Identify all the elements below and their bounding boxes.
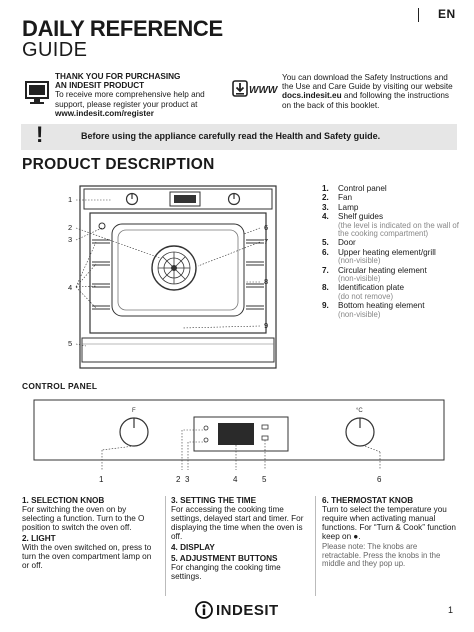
callout-6: 6 bbox=[264, 223, 268, 232]
knobs-note: Please note: The knobs are retractable. … bbox=[322, 542, 441, 569]
cp-callout-6: 6 bbox=[377, 475, 382, 484]
www-label: WWW bbox=[249, 85, 278, 96]
list-item: 4.Shelf guides(the level is indicated on… bbox=[322, 212, 459, 239]
list-item: 1.Control panel bbox=[322, 184, 387, 193]
cp-callout-3: 3 bbox=[185, 475, 190, 484]
oven-control-panel bbox=[83, 188, 273, 210]
column-divider bbox=[315, 496, 316, 596]
section-title: 5. ADJUSTMENT BUTTONS bbox=[171, 554, 278, 563]
section-title: 6. THERMOSTAT KNOB bbox=[322, 496, 414, 505]
oven-outline bbox=[79, 185, 277, 369]
thanks-block: THANK YOU FOR PURCHASING AN INDESIT PROD… bbox=[55, 72, 235, 118]
page-number: 1 bbox=[448, 605, 454, 615]
page-subtitle: GUIDE bbox=[22, 39, 88, 61]
display-screen bbox=[218, 423, 254, 445]
cp-callout-4: 4 bbox=[233, 475, 238, 484]
section-title: 1. SELECTION KNOB bbox=[22, 496, 105, 505]
callout-2: 2 bbox=[68, 223, 72, 232]
oven-cavity bbox=[89, 212, 267, 334]
warning-icon: ! bbox=[36, 122, 44, 147]
callout-8: 8 bbox=[264, 277, 268, 286]
download-block: You can download the Safety Instructions… bbox=[282, 73, 454, 110]
list-item: 9.Bottom heating element(non-visible) bbox=[322, 301, 425, 319]
docs-link[interactable]: docs.indesit.eu bbox=[282, 91, 342, 101]
display-module bbox=[193, 416, 289, 452]
shelf-guides bbox=[92, 239, 264, 310]
download-www-icon: WWW bbox=[232, 80, 278, 97]
oven-knob-right bbox=[227, 192, 241, 206]
brand-logo: INDESIT bbox=[195, 601, 279, 619]
parts-list: 1.Control panel 2.Fan 3.Lamp 4.Shelf gui… bbox=[322, 184, 462, 319]
oven-door bbox=[81, 337, 275, 363]
list-item: 5.Door bbox=[322, 238, 356, 248]
thanks-body: To receive more comprehensive help and s… bbox=[55, 90, 205, 109]
callout-4: 4 bbox=[68, 283, 72, 292]
brand-name: INDESIT bbox=[216, 601, 279, 619]
oven-fan bbox=[151, 245, 197, 291]
page-title: DAILY REFERENCE bbox=[22, 16, 223, 41]
control-panel-outline bbox=[33, 399, 445, 461]
section-title: 4. DISPLAY bbox=[171, 543, 215, 552]
callout-1: 1 bbox=[68, 195, 72, 204]
list-item: 3.Lamp bbox=[322, 202, 359, 212]
cp-callout-2: 2 bbox=[176, 475, 181, 484]
list-item: 2.Fan bbox=[322, 193, 353, 203]
list-item: 6.Upper heating element/grill(non-visibl… bbox=[322, 247, 436, 266]
knob-right-mark: °C bbox=[356, 408, 363, 414]
indesit-logo-icon bbox=[195, 601, 213, 619]
language-code: EN bbox=[438, 7, 456, 21]
section-title: 3. SETTING THE TIME bbox=[171, 496, 257, 505]
list-item: 7.Circular heating element(non-visible) bbox=[322, 265, 427, 284]
thanks-heading-1: THANK YOU FOR PURCHASING bbox=[55, 72, 181, 81]
light-button[interactable] bbox=[203, 425, 209, 431]
adjust-down-button[interactable] bbox=[261, 435, 269, 441]
control-panel-diagram: F °C 1 2 3 4 5 6 bbox=[33, 399, 445, 484]
column-divider bbox=[165, 496, 166, 596]
language-divider bbox=[418, 8, 419, 22]
section-text: With the oven switched on, press to turn… bbox=[22, 543, 152, 570]
oven-diagram: 1 2 3 4 5 6 7 8 9 bbox=[68, 185, 277, 369]
section-text: For accessing the cooking time settings,… bbox=[171, 505, 304, 541]
time-button[interactable] bbox=[203, 437, 209, 443]
oven-lamp bbox=[98, 222, 106, 230]
section-title: 2. LIGHT bbox=[22, 534, 56, 543]
register-link[interactable]: www.indesit.com/register bbox=[55, 108, 154, 118]
list-item: 8.Identification plate(do not remove) bbox=[322, 283, 404, 301]
callout-5: 5 bbox=[68, 339, 72, 348]
callout-9: 9 bbox=[264, 321, 268, 330]
monitor-icon bbox=[25, 81, 49, 104]
callout-7: 7 bbox=[264, 237, 268, 246]
warning-banner bbox=[21, 124, 457, 150]
oven-back-wall bbox=[111, 223, 245, 317]
thanks-heading-2: AN INDESIT PRODUCT bbox=[55, 81, 145, 91]
download-body-2: and following the instructions on the ba… bbox=[282, 91, 450, 110]
callout-3: 3 bbox=[68, 235, 72, 244]
oven-knob-left bbox=[125, 192, 139, 206]
cp-callout-1: 1 bbox=[99, 475, 104, 484]
cp-callout-5: 5 bbox=[262, 475, 267, 484]
section-text: For switching the oven on by selecting a… bbox=[22, 505, 145, 532]
section-text: For changing the cooking time settings. bbox=[171, 563, 281, 581]
control-panel-heading: CONTROL PANEL bbox=[22, 381, 98, 391]
oven-display bbox=[169, 191, 201, 207]
download-body-1: You can download the Safety Instructions… bbox=[282, 73, 453, 92]
warning-text: Before using the appliance carefully rea… bbox=[81, 131, 381, 141]
adjust-up-button[interactable] bbox=[261, 424, 269, 430]
knob-left-mark: F bbox=[132, 408, 136, 414]
product-description-heading: PRODUCT DESCRIPTION bbox=[22, 156, 215, 173]
section-text: Turn to select the temperature you requi… bbox=[322, 505, 456, 541]
